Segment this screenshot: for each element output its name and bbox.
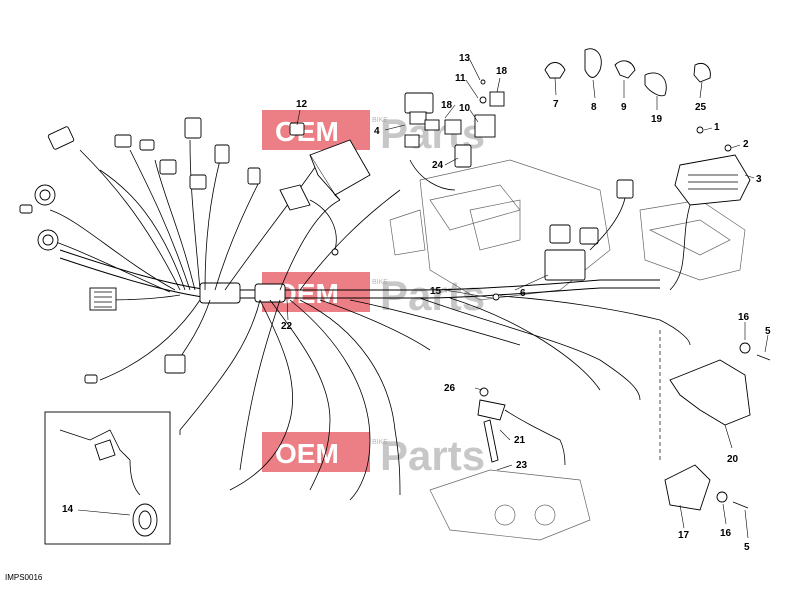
callout-15: 15	[430, 286, 442, 297]
callout-18-a: 18	[496, 66, 508, 77]
relay-block	[492, 179, 634, 301]
bracket-assembly	[659, 330, 771, 511]
leader-lines	[77, 59, 769, 539]
relay-group	[279, 122, 371, 256]
svg-text:BIKE: BIKE	[372, 279, 388, 286]
svg-text:OEM: OEM	[275, 116, 339, 147]
callout-5-b: 5	[744, 542, 750, 553]
callout-8: 8	[591, 102, 597, 113]
voltage-regulator	[669, 126, 751, 291]
callout-11: 11	[455, 73, 466, 84]
callout-21: 21	[514, 435, 526, 446]
watermark-bottom: OEM BIKE Parts	[262, 432, 485, 479]
harness-branches-lower	[99, 295, 691, 501]
cable-clips	[544, 48, 711, 97]
callout-18-b: 18	[441, 100, 453, 111]
svg-text:BIKE: BIKE	[372, 117, 388, 124]
callout-16-b: 16	[720, 528, 732, 539]
callout-labels: 12 4 13 11 18 10 18 24 7 8 9 19 25 1 2 3…	[62, 53, 771, 553]
callout-24: 24	[432, 160, 444, 171]
callout-19: 19	[651, 114, 663, 125]
callout-9: 9	[621, 102, 627, 113]
callout-2: 2	[743, 139, 749, 150]
callout-1: 1	[714, 122, 720, 133]
svg-text:OEM: OEM	[275, 438, 339, 469]
callout-26: 26	[444, 383, 456, 394]
callout-7: 7	[553, 99, 559, 110]
sensor-injector	[429, 387, 591, 541]
fuse-box	[404, 79, 505, 191]
horn-inset	[44, 411, 171, 545]
callout-3: 3	[756, 174, 762, 185]
callout-5-a: 5	[765, 326, 771, 337]
callout-13: 13	[459, 53, 471, 64]
callout-14: 14	[62, 504, 74, 515]
callout-16-a: 16	[738, 312, 750, 323]
callout-22: 22	[281, 321, 293, 332]
callout-6: 6	[520, 288, 526, 299]
callout-20: 20	[727, 454, 739, 465]
callout-12: 12	[296, 99, 308, 110]
svg-text:BIKE: BIKE	[372, 439, 388, 446]
watermark-middle: OEM BIKE Parts	[262, 272, 485, 319]
callout-25: 25	[695, 102, 707, 113]
diagram-reference-code: IMPS0016	[5, 573, 43, 582]
watermark-top: OEM BIKE Parts	[262, 110, 485, 157]
left-connectors	[19, 117, 261, 384]
callout-4: 4	[374, 126, 380, 137]
callout-10: 10	[459, 103, 471, 114]
callout-23: 23	[516, 460, 528, 471]
svg-text:Parts: Parts	[380, 432, 485, 479]
callout-17: 17	[678, 530, 690, 541]
